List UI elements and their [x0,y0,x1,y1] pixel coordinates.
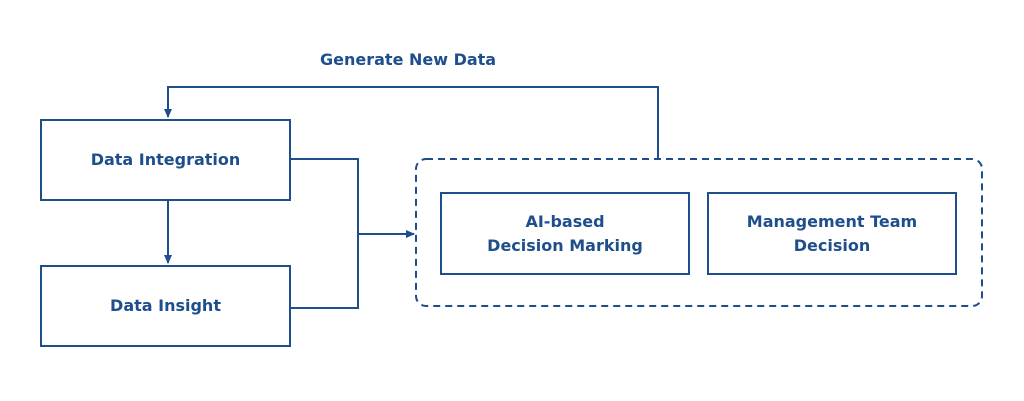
data-integration-label: Data Integration [90,150,241,169]
management-decision-label-line1: Management Team [746,211,918,231]
ai-decision-label-line1: AI-based [525,211,605,231]
ai-decision-box: AI-based Decision Marking [440,192,690,275]
integration-to-merge-connector [290,158,359,308]
data-insight-box: Data Insight [40,265,291,347]
data-integration-box: Data Integration [40,119,291,201]
data-insight-label: Data Insight [110,296,221,315]
feedback-loop-arrow [164,86,659,159]
management-decision-label-line2: Decision [793,235,871,255]
management-decision-box: Management Team Decision [707,192,957,275]
decision-group-container [415,158,983,307]
ai-decision-label-line2: Decision Marking [487,235,643,255]
feedback-loop-label: Generate New Data [320,50,497,69]
